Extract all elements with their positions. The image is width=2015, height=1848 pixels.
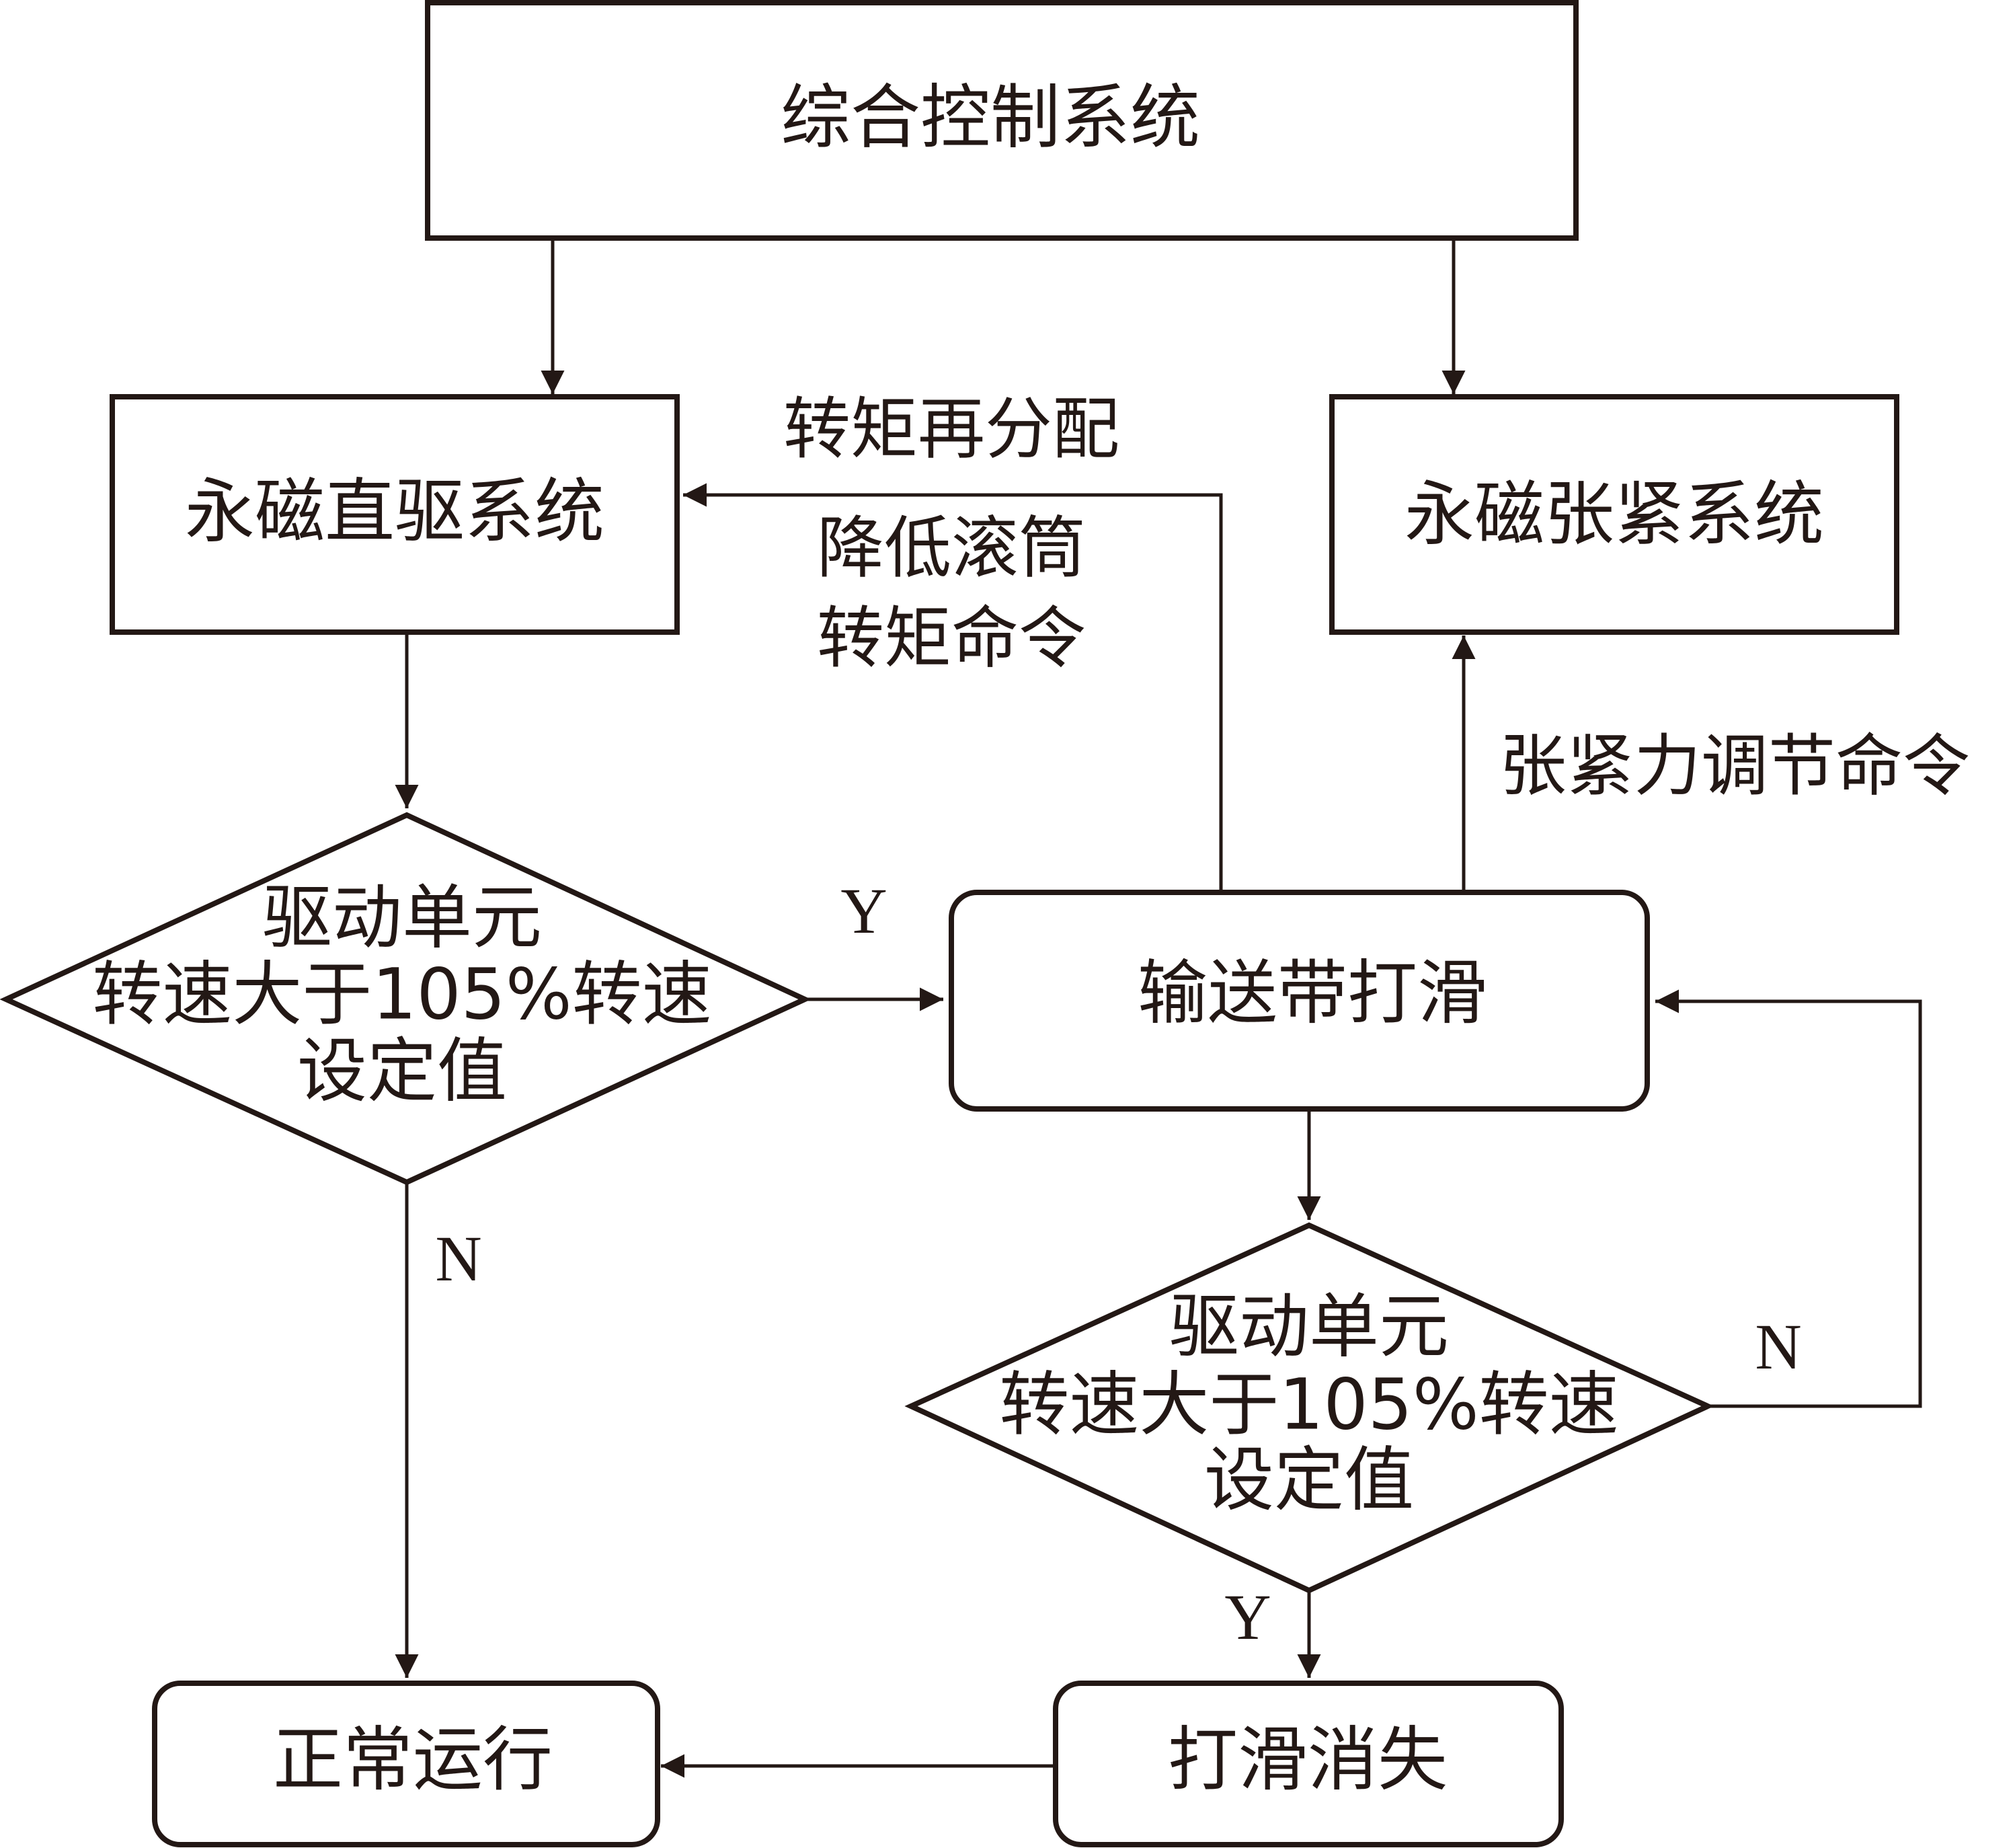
decision2-diamond: [904, 1222, 1714, 1594]
torque-redistribution-label: 转矩再分配: [783, 389, 1119, 468]
decision1-diamond: [0, 812, 812, 1186]
arrow-slip-to-direct-drive: [683, 483, 1223, 892]
reduce-torque-label-line2: 转矩命令: [817, 599, 1086, 677]
pm-direct-drive-label: 永磁直驱系统: [185, 470, 604, 552]
pm-direct-drive-box: [110, 394, 680, 635]
decision2-no-label: N: [1755, 1311, 1801, 1383]
decision2-line2: 转速大于105%转速: [999, 1363, 1618, 1445]
belt-slip-box: [949, 890, 1650, 1112]
tension-adjust-label: 张紧力调节命令: [1499, 726, 1970, 805]
slip-gone-box: [1053, 1681, 1564, 1847]
pm-tension-label: 永磁张紧系统: [1405, 473, 1824, 555]
pm-tension-box: [1329, 394, 1899, 635]
control-system-box: [425, 0, 1579, 241]
decision1-line1: 驱动单元: [262, 876, 542, 958]
decision1-line2: 转速大于105%转速: [92, 953, 711, 1035]
decision1-no-label: N: [435, 1223, 481, 1295]
belt-slip-label: 输送带打滑: [1138, 952, 1487, 1034]
decision2-line1: 驱动单元: [1169, 1285, 1449, 1367]
reduce-torque-label-line1: 降低滚筒: [817, 508, 1086, 587]
decision2-yes-label: Y: [1224, 1581, 1271, 1653]
control-system-label: 综合控制系统: [781, 76, 1200, 158]
normal-run-label: 正常运行: [273, 1718, 553, 1800]
slip-gone-label: 打滑消失: [1168, 1718, 1448, 1800]
decision1-line3: 设定值: [297, 1030, 507, 1112]
arrow-decision2-no-to-slip: [1655, 989, 1922, 1408]
normal-run-box: [152, 1681, 660, 1847]
decision1-yes-label: Y: [840, 875, 887, 947]
decision2-line3: 设定值: [1204, 1438, 1414, 1520]
connectors: [395, 239, 1922, 1778]
